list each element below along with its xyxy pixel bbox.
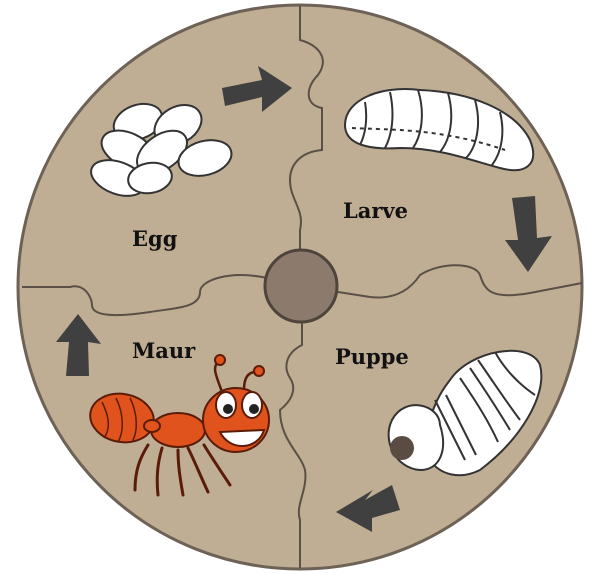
center-hub — [265, 250, 337, 322]
stage-label-egg: Egg — [132, 226, 178, 251]
stage-label-larve: Larve — [343, 198, 408, 223]
stage-label-maur: Maur — [132, 338, 196, 363]
stage-label-puppe: Puppe — [335, 344, 409, 369]
